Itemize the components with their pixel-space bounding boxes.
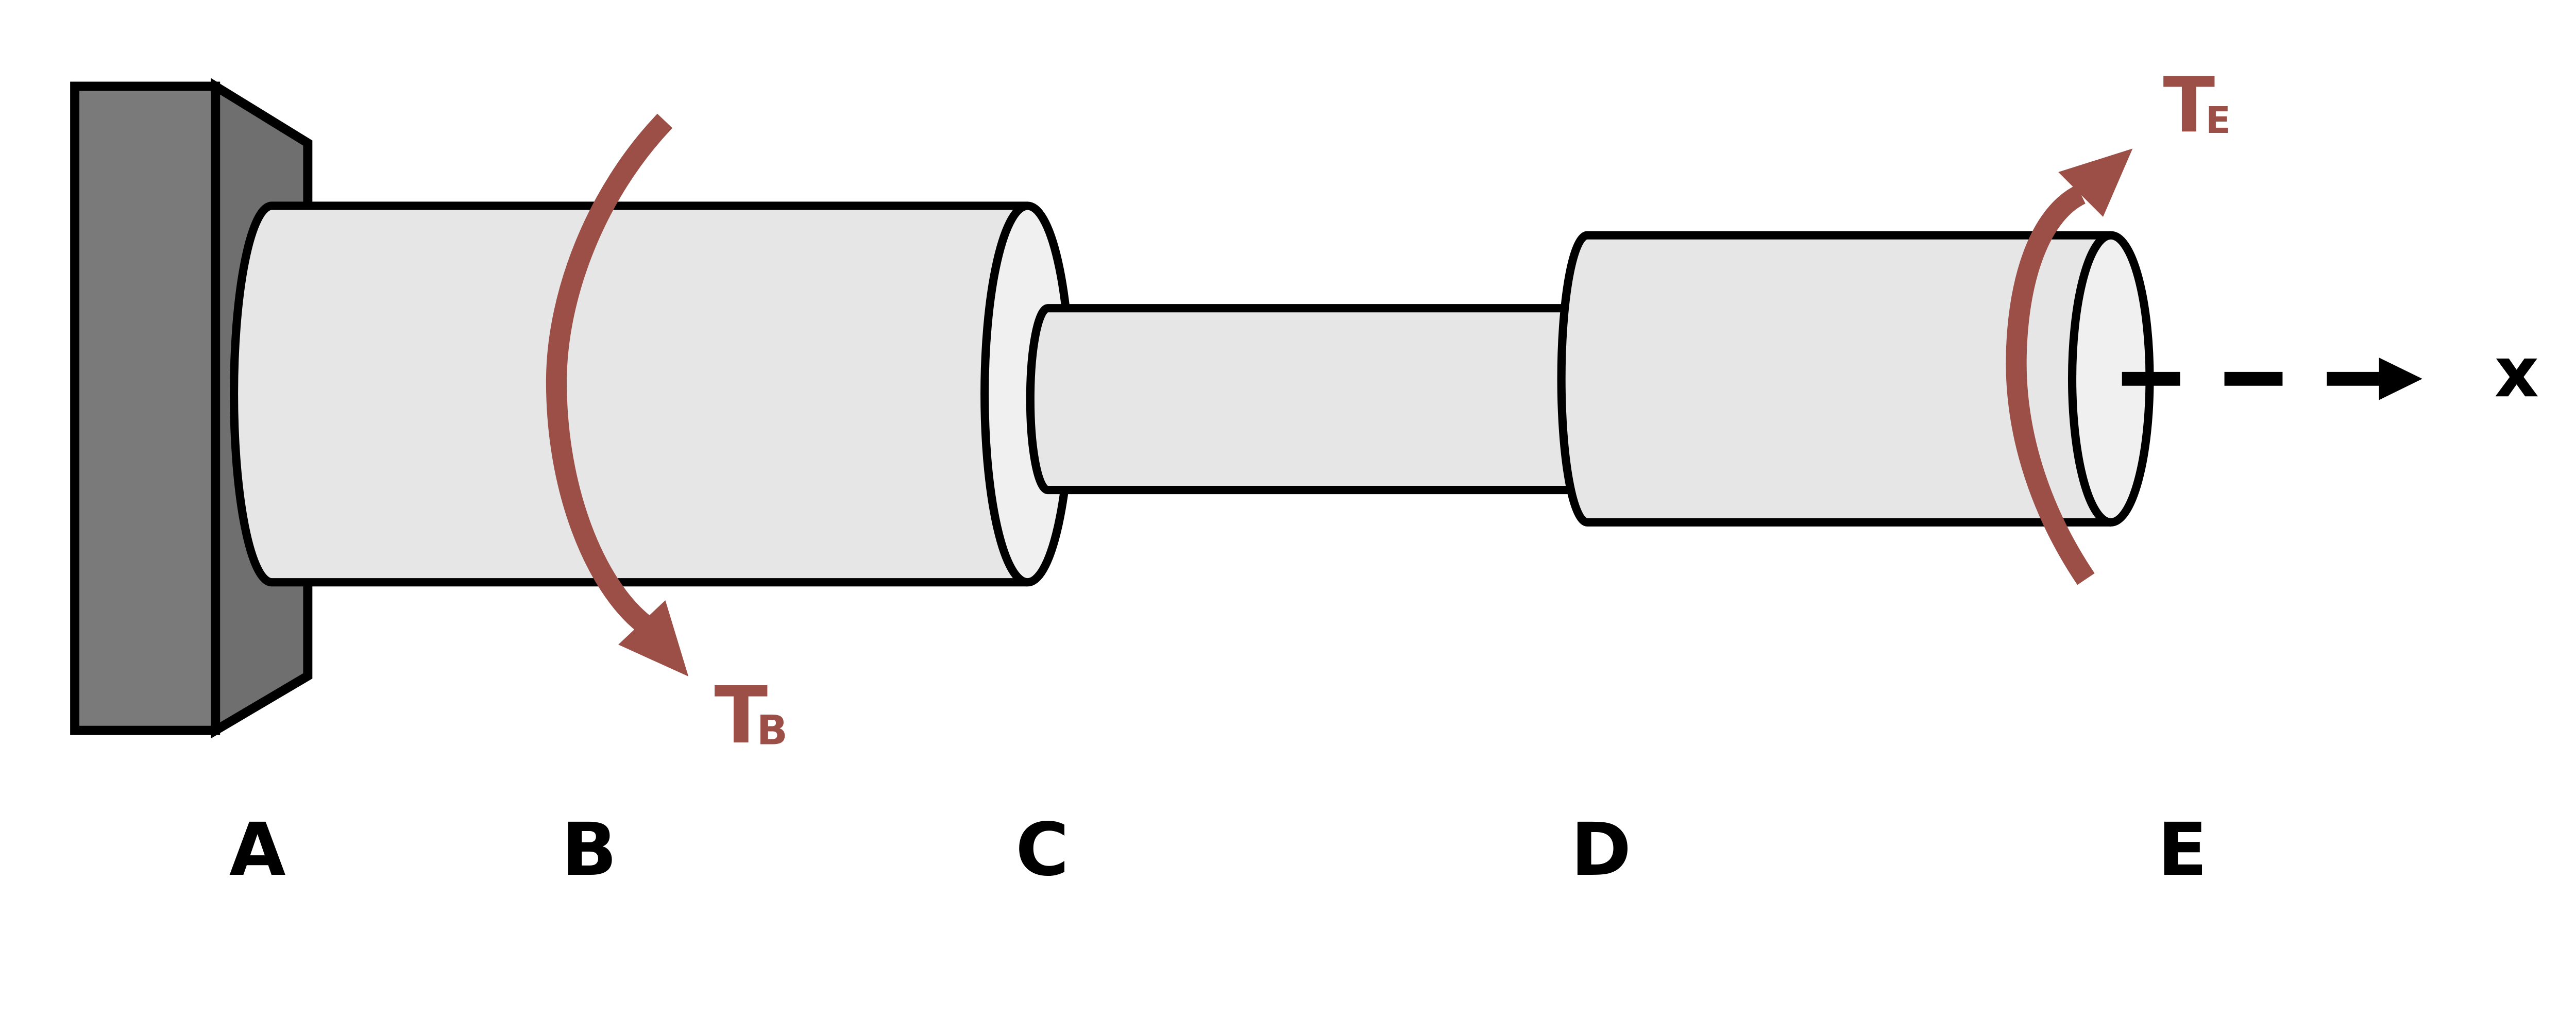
wall-front-face — [70, 81, 221, 735]
point-label-a: A — [229, 808, 286, 892]
thin-shaft-segment-cd — [1026, 304, 1601, 495]
point-label-b: B — [562, 808, 617, 892]
torque-b-arrowhead-icon — [618, 600, 689, 676]
point-label-d: D — [1571, 808, 1631, 892]
torque-arrow-e: T E — [2006, 61, 2231, 585]
x-axis-arrowhead-icon — [2379, 358, 2422, 400]
torque-b-label-subscript: B — [757, 707, 788, 754]
shaft-segment-de — [1557, 231, 2154, 527]
right-cylinder-body — [1557, 231, 2111, 527]
torque-e-arrowhead-icon — [2058, 148, 2133, 217]
x-axis-label: x — [2494, 332, 2539, 413]
shaft-segment-ac — [230, 201, 1075, 587]
large-cylinder-body — [230, 201, 1028, 587]
torque-b-label: T — [714, 670, 768, 761]
torque-e-arc — [2006, 184, 2095, 585]
stepped-shaft-torsion-diagram: T B T E x A B C D E — [70, 61, 2539, 892]
point-label-c: C — [1015, 808, 1069, 892]
torque-e-label: T — [2163, 61, 2215, 149]
torque-e-label-subscript: E — [2206, 99, 2231, 142]
point-labels: A B C D E — [229, 808, 2207, 892]
x-axis: x — [2122, 332, 2539, 413]
diagram-stage: T B T E x A B C D E — [70, 61, 2539, 893]
point-label-e: E — [2158, 808, 2208, 892]
torque-b-arc — [546, 113, 673, 632]
torque-arrow-b: T B — [546, 113, 788, 761]
